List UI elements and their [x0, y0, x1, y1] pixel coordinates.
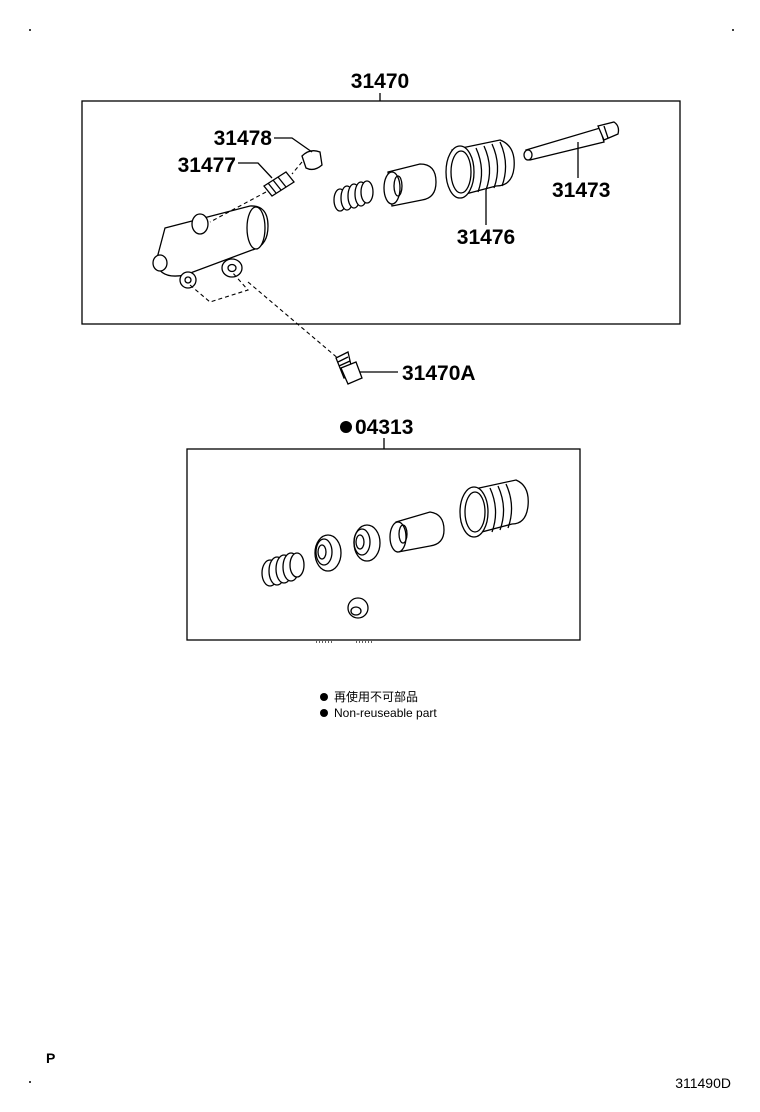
kit-spring-drawing [261, 552, 305, 587]
legend-marker-2-icon [320, 709, 328, 717]
bleeder-cap-drawing [301, 150, 323, 171]
push-rod-drawing [523, 121, 620, 161]
part-label-31473: 31473 [552, 179, 610, 202]
legend: 再使用不可部品 Non-reuseable part [320, 689, 437, 720]
part-label-31476: 31476 [457, 226, 515, 249]
legend-line-english: Non-reuseable part [334, 706, 437, 720]
assembly-frame [81, 100, 681, 325]
kit-piston-drawing [389, 511, 445, 553]
part-label-31470A: 31470A [402, 362, 476, 385]
bolt-drawing [335, 351, 363, 385]
kit-label: 04313 [355, 416, 413, 439]
part-label-31477: 31477 [178, 154, 236, 177]
spring-drawing [333, 180, 374, 212]
cylinder-body-drawing [152, 205, 269, 289]
kit-cap-drawing [347, 597, 369, 619]
legend-marker-icon [320, 693, 328, 701]
figure-code: 311490D [675, 1075, 731, 1091]
boot-drawing [445, 139, 515, 199]
kit-cup-seal-2-drawing [353, 524, 381, 562]
kit-frame [186, 448, 581, 641]
part-label-31478: 31478 [214, 127, 273, 150]
non-reusable-marker-icon [340, 421, 352, 433]
kit-cup-seal-drawing [314, 534, 342, 572]
page-letter: P [46, 1050, 55, 1066]
assembly-label: 31470 [351, 70, 409, 93]
kit-boot-drawing [459, 479, 529, 538]
legend-line-japanese: 再使用不可部品 [334, 689, 418, 704]
corner-marks [29, 29, 734, 1083]
piston-drawing [383, 163, 437, 207]
bleeder-screw-drawing [263, 171, 295, 197]
